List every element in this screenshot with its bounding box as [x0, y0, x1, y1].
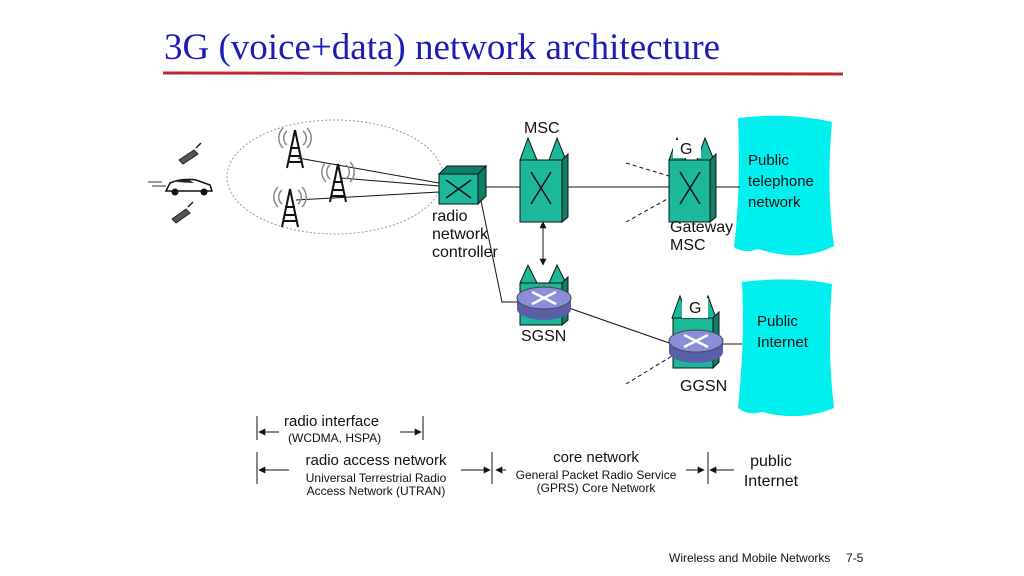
radio-interface-label: radio interface — [284, 413, 380, 430]
scope-brackets — [256, 416, 734, 484]
footer-text: Wireless and Mobile Networks — [669, 551, 831, 565]
mobile-phone-icon — [171, 201, 194, 224]
msc-label: MSC — [524, 120, 560, 137]
title-underline — [162, 71, 844, 76]
public-telephone-cloud — [734, 115, 834, 256]
ggsn-badge: G — [689, 300, 702, 317]
cell-tower-icon — [278, 127, 312, 169]
ggsn-label: GGSN — [680, 378, 728, 395]
radio-access-label: radio access network Universal Terrestri… — [305, 452, 447, 499]
msc-node — [519, 136, 569, 224]
sgsn-label: SGSN — [521, 328, 567, 345]
gateway-badge: G — [680, 141, 693, 158]
mobile-phone-icon — [178, 142, 202, 165]
public-internet-cloud — [738, 279, 834, 417]
car-icon — [148, 178, 214, 196]
ggsn-router-icon — [668, 329, 724, 363]
rnc-node — [437, 164, 488, 206]
sgsn-router-icon — [516, 286, 572, 320]
cell-tower-icon — [273, 186, 307, 228]
core-network-label: core network General Packet Radio Servic… — [515, 449, 677, 496]
radio-interface-sub: (WCDMA, HSPA) — [288, 431, 382, 445]
cell-tower-icon — [321, 161, 355, 203]
links — [295, 157, 742, 345]
page-number: 7-5 — [846, 551, 864, 565]
page-title: 3G (voice+data) network architecture — [164, 27, 721, 68]
dashed-links — [625, 162, 673, 385]
gateway-msc-node — [668, 136, 717, 224]
